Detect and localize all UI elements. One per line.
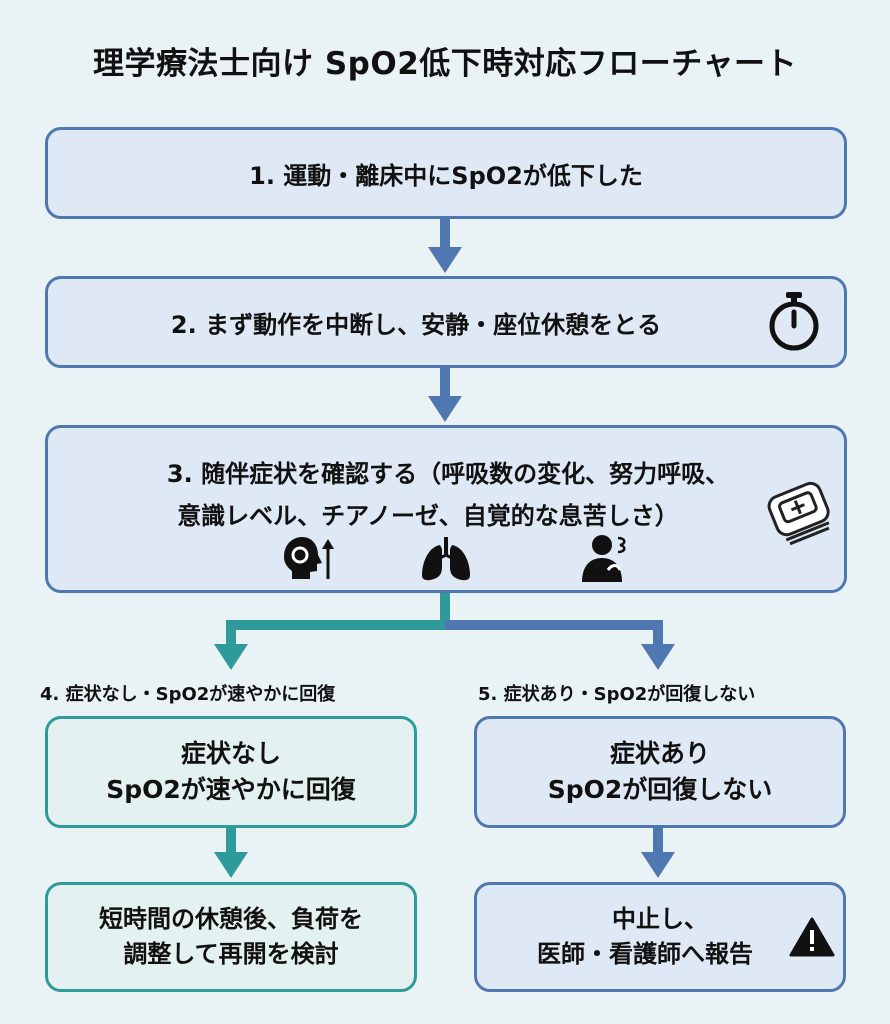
step-3-box: 3. 随伴症状を確認する（呼吸数の変化、努力呼吸、 意識レベル、チアノーゼ、自覚… (45, 425, 847, 593)
arrow-left-result (214, 828, 248, 878)
page-title: 理学療法士向け SpO2低下時対応フローチャート (93, 46, 797, 82)
step-2-box: 2. まず動作を中断し、安静・座位休憩をとる (45, 276, 847, 368)
branch-label-no-symptoms: 4. 症状なし・SpO2が速やかに回復 (40, 684, 336, 705)
step-3-text-line1: 3. 随伴症状を確認する（呼吸数の変化、努力呼吸、 (166, 460, 730, 488)
report-result-line1: 中止し、 (612, 905, 708, 934)
symptoms-box: 症状あり SpO2が回復しない (474, 716, 846, 828)
arrow-right-result (641, 828, 675, 878)
breathless-person-icon (582, 535, 626, 582)
arrow-2-to-3 (428, 368, 462, 422)
no-symptoms-line2: SpO2が速やかに回復 (106, 775, 356, 804)
step-3-text-line2: 意識レベル、チアノーゼ、自覚的な息苦しさ） (177, 502, 679, 530)
step-1-text: 1. 運動・離床中にSpO2が低下した (249, 161, 643, 190)
resume-result-line1: 短時間の休憩後、負荷を (99, 905, 363, 934)
symptoms-line1: 症状あり (609, 738, 710, 768)
pulse-oximeter-icon (767, 481, 830, 545)
step-2-text: 2. まず動作を中断し、安静・座位休憩をとる (170, 310, 662, 339)
arrow-1-to-2 (428, 219, 462, 273)
branch-label-symptoms: 5. 症状あり・SpO2が回復しない (478, 684, 756, 705)
no-symptoms-box: 症状なし SpO2が速やかに回復 (45, 716, 417, 828)
symptoms-line2: SpO2が回復しない (547, 775, 773, 804)
step-1-box: 1. 運動・離床中にSpO2が低下した (45, 127, 847, 219)
report-result-line2: 医師・看護師へ報告 (537, 940, 753, 968)
no-symptoms-line1: 症状なし (180, 738, 281, 768)
resume-result-line2: 調整して再開を検討 (123, 940, 339, 968)
report-result-box: 中止し、 医師・看護師へ報告 (474, 882, 846, 992)
split-connector (214, 593, 675, 670)
head-arrow-icon (284, 537, 334, 579)
lungs-icon (422, 537, 470, 581)
warning-icon (789, 917, 835, 957)
stopwatch-icon (769, 292, 819, 351)
resume-result-box: 短時間の休憩後、負荷を 調整して再開を検討 (45, 882, 417, 992)
